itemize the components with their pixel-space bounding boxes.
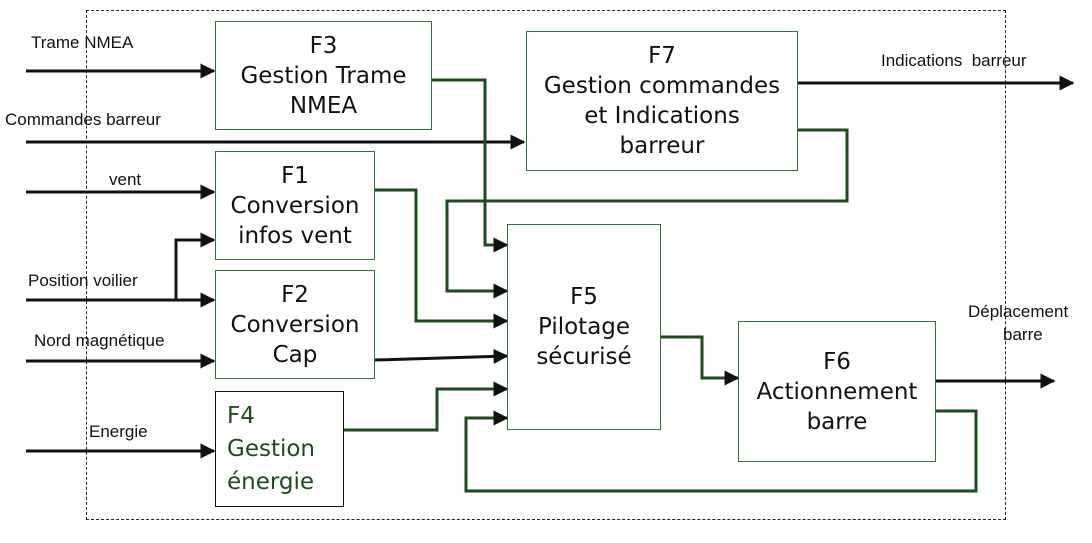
block-id: F4 [227, 402, 255, 429]
block-label-line: Gestion commandes [543, 73, 781, 99]
block-id: F2 [281, 281, 309, 308]
arrow-position-to-f1 [174, 232, 216, 300]
label-trame-nmea: Trame NMEA [31, 33, 134, 52]
block-label-line: et Indications [584, 103, 740, 129]
block-f7-gestion-commandes: F7 Gestion commandes et Indications barr… [526, 31, 798, 171]
block-f6-actionnement-barre: F6 Actionnement barre [738, 321, 936, 462]
label-nord-magnetique: Nord magnétique [34, 331, 165, 350]
block-id: F6 [823, 348, 851, 375]
block-label-line: Conversion [230, 311, 360, 338]
label-energie: Energie [89, 422, 148, 441]
link-f3-to-f5 [432, 78, 509, 253]
label-indications-barreur: Indications barreur [881, 51, 1027, 70]
system-boundary [86, 10, 1006, 520]
link-f5-to-f6 [661, 335, 740, 386]
link-f4-to-f5 [344, 381, 509, 432]
block-label-line: Conversion [230, 192, 360, 219]
block-id: F5 [570, 284, 598, 310]
block-label-line: Cap [272, 341, 318, 368]
block-label-line: sécurisé [536, 344, 632, 370]
block-f5-pilotage-securise: F5 Pilotage sécurisé [507, 224, 661, 430]
block-f1-conversion-vent: F1 Conversion infos vent [215, 151, 375, 260]
block-label-line: Gestion Trame [240, 62, 407, 89]
block-f2-conversion-cap: F2 Conversion Cap [215, 270, 375, 379]
block-label-line: infos vent [238, 222, 352, 249]
block-label-line: Gestion [227, 435, 316, 462]
link-f1-to-f5 [375, 188, 509, 329]
block-label-line: NMEA [289, 92, 358, 119]
label-commandes-barreur: Commandes barreur [5, 110, 161, 129]
block-label-line: énergie [227, 468, 315, 495]
link-f2-to-f5 [374, 348, 509, 364]
label-deplacement-barre-line2: barre [1003, 325, 1043, 344]
link-f6-feedback-to-f5 [464, 409, 978, 493]
block-label-line: barreur [619, 133, 705, 159]
label-deplacement-barre-line1: Déplacement [968, 302, 1069, 321]
link-f7-to-f5 [445, 128, 849, 299]
block-id: F7 [648, 43, 676, 69]
label-position-voilier: Position voilier [28, 271, 138, 290]
label-vent: vent [109, 170, 142, 189]
block-f4-gestion-energie: F4 Gestion énergie [215, 391, 344, 507]
block-label-line: Pilotage [537, 314, 631, 340]
block-id: F1 [281, 162, 309, 189]
block-f3-gestion-trame-nmea: F3 Gestion Trame NMEA [215, 21, 432, 130]
block-id: F3 [309, 32, 338, 59]
block-label-line: barre [806, 408, 868, 435]
block-label-line: Actionnement [756, 378, 918, 405]
